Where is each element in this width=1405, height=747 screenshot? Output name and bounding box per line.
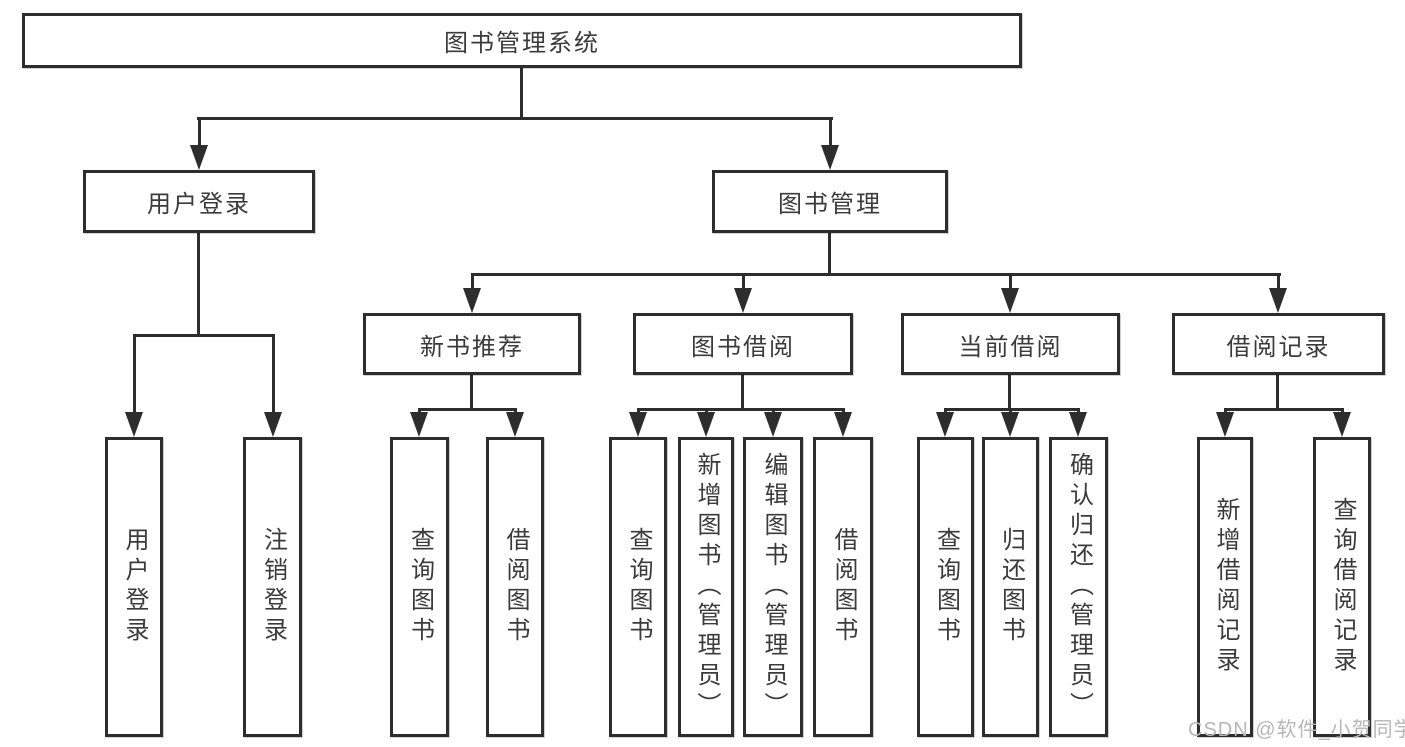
connector-line xyxy=(705,408,708,413)
arrow-down-icon xyxy=(629,412,647,437)
connector-line xyxy=(520,68,523,118)
connector-line xyxy=(637,408,845,411)
connector-line xyxy=(742,273,745,289)
node-root: 图书管理系统 xyxy=(22,13,1022,68)
node-leaf-confirm-return: 确认归还（管理员） xyxy=(1049,437,1108,737)
arrow-down-icon xyxy=(1069,412,1087,437)
node-leaf-query-book-2: 查询图书 xyxy=(609,437,667,737)
connector-line xyxy=(514,408,517,413)
node-leaf-query-book-3: 查询图书 xyxy=(917,437,974,737)
arrow-down-icon xyxy=(1269,288,1287,313)
connector-line xyxy=(1277,273,1280,289)
node-leaf-edit-book: 编辑图书（管理员） xyxy=(743,437,803,737)
connector-line xyxy=(1276,375,1279,409)
arrow-down-icon xyxy=(410,412,428,437)
connector-line xyxy=(470,375,473,409)
arrow-down-icon xyxy=(1333,412,1351,437)
node-user-login-branch: 用户登录 xyxy=(83,170,315,233)
connector-line xyxy=(944,408,1080,411)
connector-line xyxy=(1008,375,1011,409)
connector-line xyxy=(1224,408,1344,411)
connector-line xyxy=(197,233,200,335)
node-leaf-logout: 注销登录 xyxy=(243,437,302,737)
connector-line xyxy=(1341,408,1344,413)
arrow-down-icon xyxy=(834,412,852,437)
node-leaf-borrow-book-1: 借阅图书 xyxy=(486,437,544,737)
connector-line xyxy=(1009,273,1012,289)
arrow-down-icon xyxy=(1001,288,1019,313)
node-leaf-return-book: 归还图书 xyxy=(982,437,1039,737)
arrow-down-icon xyxy=(734,288,752,313)
connector-line xyxy=(471,273,1281,276)
node-leaf-add-book: 新增图书（管理员） xyxy=(678,437,734,737)
arrow-down-icon xyxy=(764,412,782,437)
connector-line xyxy=(828,233,831,274)
node-leaf-borrow-book-2: 借阅图书 xyxy=(813,437,873,737)
connector-line xyxy=(772,408,775,413)
arrow-down-icon xyxy=(936,412,954,437)
node-leaf-user-login: 用户登录 xyxy=(105,437,163,737)
connector-line xyxy=(842,408,845,413)
node-current-borrow: 当前借阅 xyxy=(901,313,1120,375)
connector-line xyxy=(829,117,832,146)
connector-line xyxy=(133,334,136,413)
arrow-down-icon xyxy=(821,145,839,170)
arrow-down-icon xyxy=(463,288,481,313)
connector-line xyxy=(471,273,474,289)
arrow-down-icon xyxy=(125,412,143,437)
connector-line xyxy=(418,408,421,413)
arrow-down-icon xyxy=(506,412,524,437)
node-book-mgmt-branch: 图书管理 xyxy=(712,170,948,233)
connector-line xyxy=(418,408,517,411)
connector-line xyxy=(1224,408,1227,413)
watermark: CSDN @软件_小贺同学 xyxy=(1188,719,1405,741)
connector-line xyxy=(1009,408,1012,413)
connector-line xyxy=(1077,408,1080,413)
node-leaf-query-record: 查询借阅记录 xyxy=(1313,437,1371,737)
arrow-down-icon xyxy=(1001,412,1019,437)
connector-line xyxy=(741,375,744,409)
node-leaf-query-book-1: 查询图书 xyxy=(390,437,449,737)
arrow-down-icon xyxy=(264,412,282,437)
connector-line xyxy=(133,334,275,337)
connector-line xyxy=(197,117,833,120)
arrow-down-icon xyxy=(190,145,208,170)
arrow-down-icon xyxy=(697,412,715,437)
connector-line xyxy=(637,408,640,413)
node-new-book-rec: 新书推荐 xyxy=(363,313,581,375)
node-borrow-records: 借阅记录 xyxy=(1172,313,1385,375)
connector-line xyxy=(198,117,201,146)
connector-line xyxy=(272,334,275,413)
arrow-down-icon xyxy=(1216,412,1234,437)
connector-line xyxy=(944,408,947,413)
node-book-borrow: 图书借阅 xyxy=(633,313,853,375)
node-leaf-add-record: 新增借阅记录 xyxy=(1197,437,1253,737)
